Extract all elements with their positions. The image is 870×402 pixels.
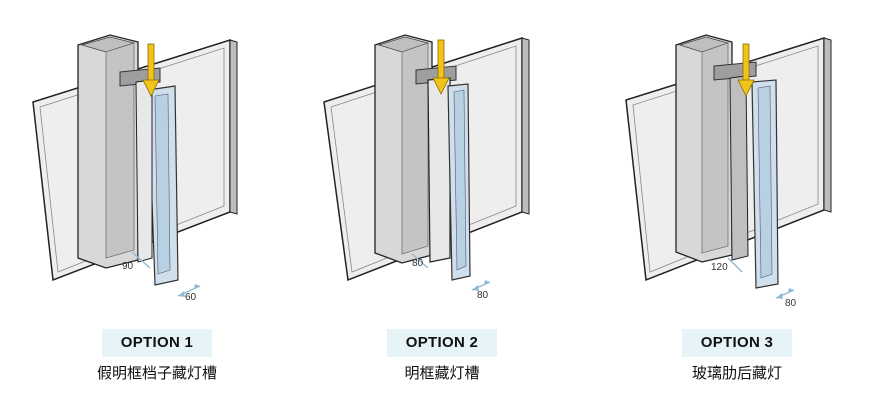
option-2-panel: 80 80 OPTION 2 明框藏灯槽 (290, 0, 580, 402)
option-label: OPTION 1 (102, 329, 212, 357)
mullion-side (401, 42, 429, 255)
glass-fin-inner (757, 85, 773, 279)
light-arrow-shaft (147, 43, 155, 83)
dim-arrow-near (727, 257, 743, 273)
glass-pane-edge (521, 37, 530, 215)
dim-arrow-tip (178, 291, 185, 297)
dim-arrow-tip (788, 288, 794, 293)
dimension-near: 120 (711, 262, 728, 273)
option-1-panel: 90 60 OPTION 1 假明框档子藏灯槽 (0, 0, 290, 402)
mullion-extension (729, 75, 749, 261)
option-label: OPTION 2 (387, 329, 497, 357)
glass-fin-inner (154, 93, 171, 275)
dimension-near: 90 (122, 261, 134, 272)
dimension-far: 80 (785, 298, 797, 309)
dim-arrow-tip (484, 280, 490, 285)
light-arrow-head (737, 79, 755, 97)
false-frame-block (135, 79, 153, 263)
dimension-near: 80 (412, 258, 424, 269)
mullion-side (701, 42, 729, 254)
light-arrow-head (142, 79, 160, 97)
visible-frame (427, 77, 451, 263)
dim-arrow-tip (776, 293, 783, 299)
glass-pane-edge (229, 39, 238, 215)
glass-fin-inner (453, 89, 467, 271)
light-arrow-shaft (437, 39, 445, 81)
dim-arrow-tip (472, 285, 479, 291)
glass-pane-inner-edge (39, 47, 225, 273)
option-caption: 明框藏灯槽 (404, 364, 480, 382)
option-caption: 玻璃肋后藏灯 (691, 364, 782, 382)
option-caption: 假明框档子藏灯槽 (96, 364, 217, 382)
option-label: OPTION 3 (682, 329, 792, 357)
dim-arrow-near (131, 251, 151, 269)
option-3-diagram (625, 34, 832, 299)
light-arrow-shaft (742, 43, 750, 83)
dimension-far: 60 (185, 292, 197, 303)
option-3-panel: 120 80 OPTION 3 玻璃肋后藏灯 (580, 0, 870, 402)
light-arrow-head (432, 77, 450, 95)
dim-arrow-tip (194, 284, 200, 289)
mullion-side (105, 42, 135, 259)
glass-pane-edge (823, 37, 832, 213)
option-2-diagram (323, 34, 530, 291)
dimension-far: 80 (477, 290, 489, 301)
dim-arrow-near (411, 253, 429, 269)
option-1-diagram (32, 34, 238, 297)
